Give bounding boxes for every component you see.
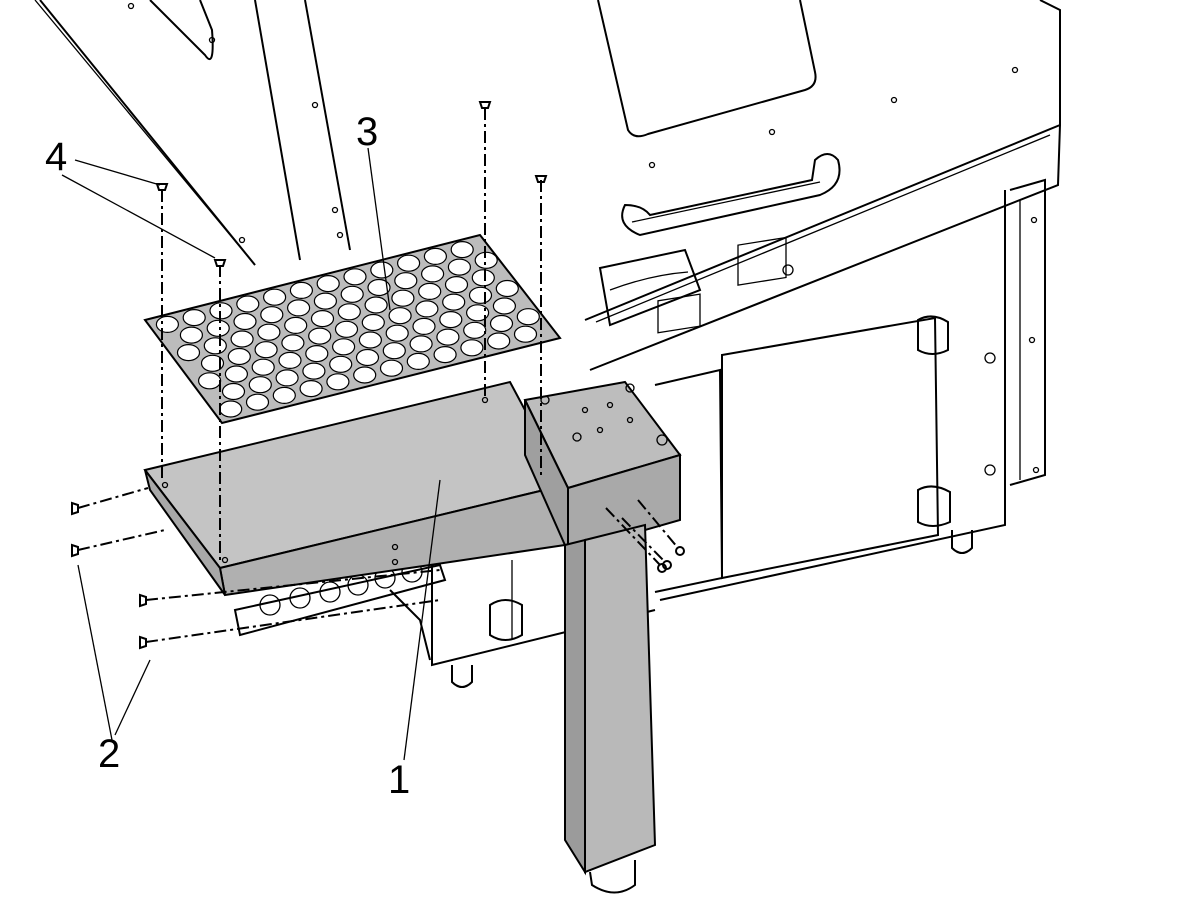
plate-hole [468, 286, 493, 304]
plate-hole [355, 348, 380, 367]
plate-hole [513, 325, 538, 343]
plate-hole [308, 327, 332, 345]
plate-hole [487, 332, 511, 350]
callout-4: 4 [45, 135, 67, 179]
plate-hole [224, 365, 248, 383]
plate-hole [219, 400, 243, 418]
plate-hole [340, 285, 364, 303]
callout-2: 2 [98, 732, 120, 776]
plate-hole [364, 296, 388, 314]
plate-hole [206, 319, 230, 337]
plate-hole [275, 369, 299, 387]
horizontal-screws [71, 487, 685, 650]
plate-hole [409, 335, 433, 353]
plate-hole [332, 338, 356, 356]
callout-1: 1 [388, 758, 410, 802]
plate-hole [367, 278, 391, 297]
plate-hole [305, 345, 329, 363]
perforated-plate [143, 233, 562, 425]
plate-hole [516, 308, 540, 326]
plate-hole [272, 386, 296, 404]
plate-hole [302, 362, 326, 380]
plate-hole [406, 352, 430, 370]
plate-hole [299, 380, 323, 398]
plate-hole [334, 320, 359, 338]
plate-hole [254, 341, 278, 359]
plate-hole [313, 292, 337, 310]
plate-hole [471, 269, 495, 287]
plate-hole [179, 326, 203, 344]
plate-hole [263, 288, 287, 306]
plate-hole [245, 393, 270, 411]
plate-hole [361, 313, 385, 332]
plate-hole [388, 307, 412, 325]
plate-hole [155, 315, 179, 333]
plate-hole [182, 309, 206, 327]
plate-hole [442, 293, 466, 311]
plate-hole [221, 382, 246, 401]
plate-hole [281, 334, 305, 352]
plate-hole [450, 241, 474, 259]
plate-hole [379, 359, 404, 377]
callout-3: 3 [356, 110, 378, 154]
plate-hole [436, 328, 460, 346]
plate-hole [358, 331, 382, 349]
plate-hole [200, 354, 225, 372]
plate-hole [353, 366, 377, 384]
plate-hole [423, 247, 447, 265]
plate-hole [466, 304, 490, 322]
plate-hole [260, 306, 284, 324]
plate-hole [439, 311, 463, 329]
vertical-screws [155, 101, 548, 560]
plate-hole [203, 337, 227, 355]
plate-hole [326, 373, 350, 391]
plate-hole [418, 282, 442, 300]
plate-hole [447, 258, 471, 276]
plate-hole [278, 351, 302, 369]
plate-hole [233, 312, 257, 331]
plate-hole [433, 346, 457, 364]
plate-hole [370, 261, 394, 279]
plate-hole [394, 272, 418, 290]
plate-hole [289, 281, 313, 299]
leader-lines [34, 0, 441, 761]
plate-hole [421, 265, 445, 283]
plate-hole [343, 268, 367, 286]
plate-hole [230, 330, 254, 348]
plate-hole [415, 300, 439, 318]
plate-hole [284, 316, 308, 334]
plate-hole [382, 342, 406, 360]
plate-hole [287, 299, 311, 317]
plate-hole [397, 254, 421, 272]
plate-hole [460, 339, 484, 357]
plate-hole [257, 323, 281, 341]
callout-labels: 4 3 2 1 [45, 110, 410, 802]
plate-hole [236, 295, 260, 313]
plate-hole [310, 310, 335, 328]
plate-hole [391, 289, 415, 307]
plate-hole [474, 251, 498, 269]
plate-hole [227, 347, 251, 366]
plate-hole [444, 276, 469, 294]
plate-hole [198, 372, 222, 390]
plate-hole [463, 321, 487, 339]
plate-hole [176, 344, 201, 362]
plate-hole [248, 376, 272, 394]
plate-hole [316, 275, 340, 293]
tray-assembly [143, 380, 682, 894]
plate-hole [329, 355, 353, 373]
plate-hole [495, 279, 519, 298]
plate-hole [492, 297, 516, 315]
plate-hole [251, 358, 275, 376]
machine-body [39, 0, 1061, 688]
plate-hole [385, 324, 409, 342]
plate-hole [412, 317, 436, 335]
plate-hole [489, 314, 514, 333]
plate-hole [337, 303, 361, 321]
